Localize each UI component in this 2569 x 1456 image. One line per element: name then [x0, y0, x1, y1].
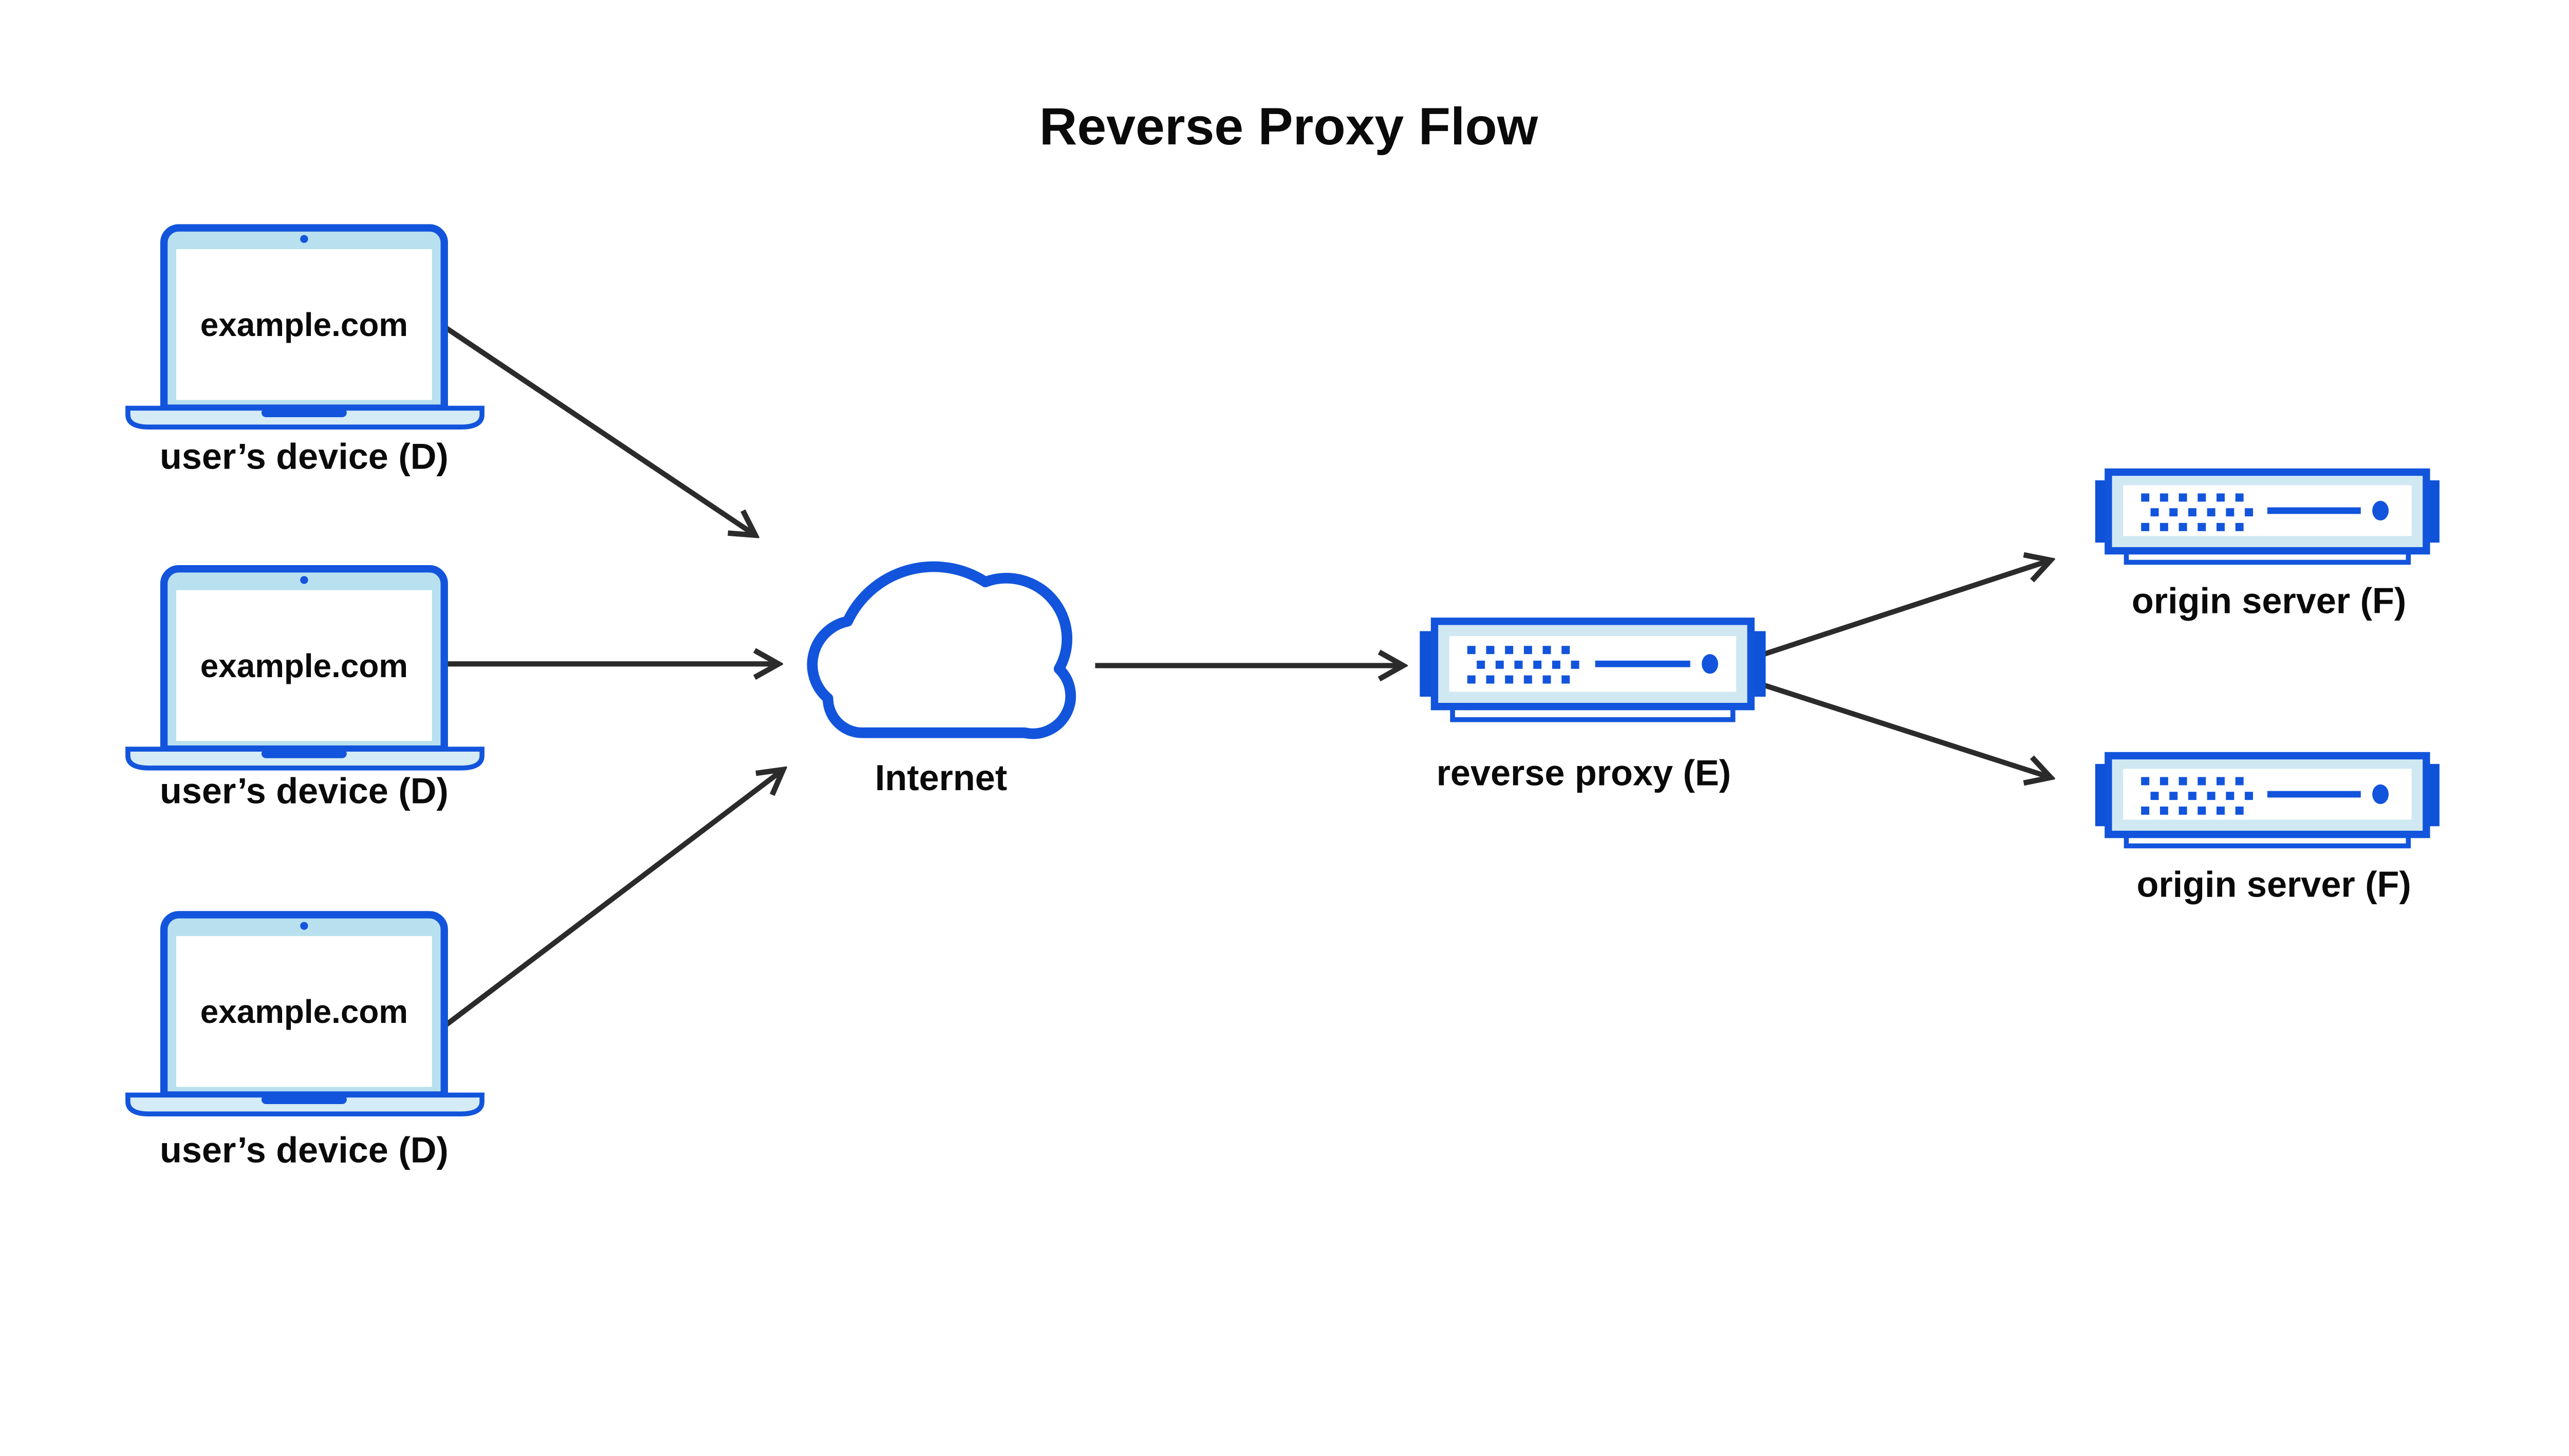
- node-user-device-1: example.com user’s device (D): [128, 228, 482, 477]
- diagram-page: Reverse Proxy Flow example.com user’s de…: [124, 97, 2444, 1170]
- reverse-proxy-flow-diagram: Reverse Proxy Flow example.com user’s de…: [124, 97, 2444, 1170]
- device1-screen-text: example.com: [200, 306, 408, 343]
- reverse-proxy-label: reverse proxy (E): [1437, 752, 1732, 793]
- internet-label: Internet: [875, 757, 1007, 798]
- server-icon: [1420, 621, 1765, 719]
- arrow-device1-to-internet: [444, 325, 754, 534]
- node-user-device-2: example.com user’s device (D): [128, 569, 482, 811]
- arrow-proxy-to-origin2: [1758, 681, 2050, 777]
- node-origin-server-2: origin server (F): [2095, 756, 2440, 904]
- node-origin-server-1: origin server (F): [2095, 472, 2440, 621]
- server-icon: [2095, 472, 2440, 562]
- origin-server2-label: origin server (F): [2136, 864, 2411, 904]
- page-title: Reverse Proxy Flow: [1039, 97, 1538, 156]
- arrow-device3-to-internet: [442, 771, 782, 1029]
- node-internet: Internet: [807, 561, 1076, 798]
- device2-screen-text: example.com: [200, 647, 408, 684]
- origin-server1-label: origin server (F): [2132, 580, 2406, 621]
- device1-label: user’s device (D): [160, 436, 449, 477]
- cloud-icon: [807, 561, 1076, 739]
- node-reverse-proxy: reverse proxy (E): [1420, 621, 1765, 793]
- device3-label: user’s device (D): [160, 1129, 449, 1170]
- device3-screen-text: example.com: [200, 993, 408, 1030]
- device2-label: user’s device (D): [160, 770, 449, 811]
- server-icon: [2095, 756, 2440, 846]
- arrow-proxy-to-origin1: [1758, 561, 2050, 659]
- node-user-device-3: example.com user’s device (D): [128, 914, 482, 1170]
- connection-arrows: [442, 325, 2050, 1029]
